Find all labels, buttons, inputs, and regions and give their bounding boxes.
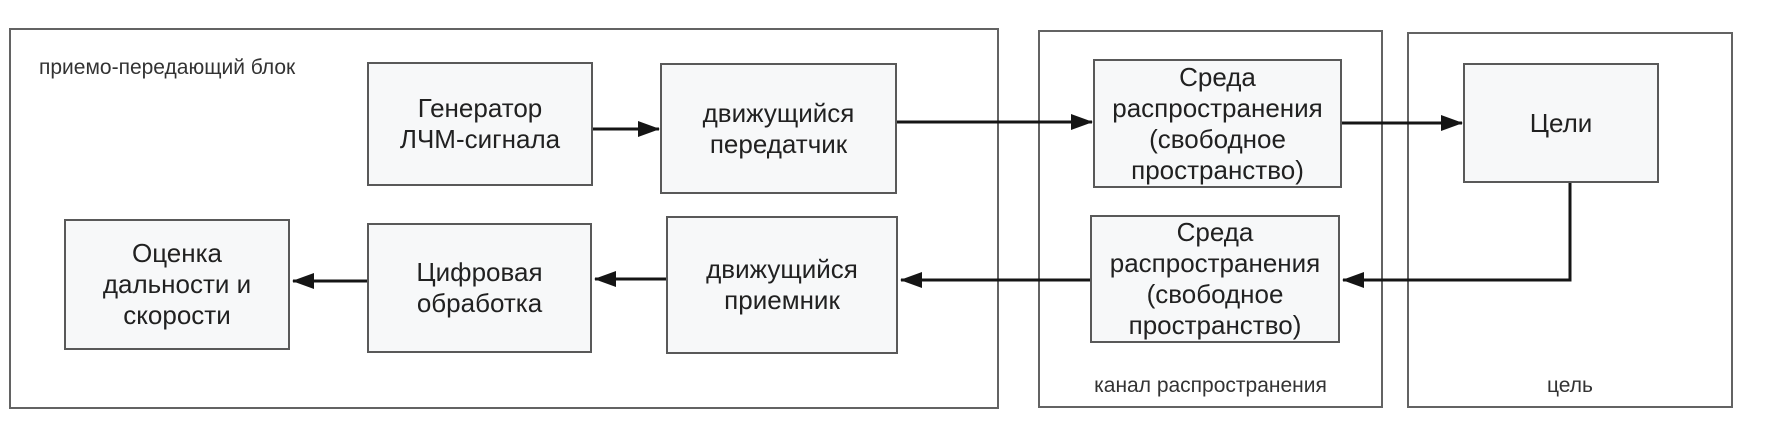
node-label-line: обработка: [416, 288, 543, 318]
node-label-line: движущийся: [706, 254, 858, 284]
node-label-line: передатчик: [709, 128, 848, 159]
node-label-line: Оценка: [131, 238, 223, 268]
node-label-line: распространения: [1112, 92, 1323, 123]
container-label-target: цель: [1547, 374, 1593, 397]
node-label-line: приемник: [724, 285, 840, 315]
node-label-line: (свободное: [1146, 279, 1284, 309]
node-label-line: распространения: [1109, 248, 1321, 278]
node-label-line: движущийся: [702, 97, 855, 128]
node-targets: Цели: [1463, 63, 1659, 183]
node-propagation-medium-return: Среда распространения (свободное простра…: [1090, 215, 1340, 343]
node-moving-receiver: движущийся приемник: [666, 216, 898, 354]
node-label-line: Генератор: [417, 93, 543, 123]
node-label-line: пространство): [1128, 310, 1302, 340]
container-label-channel: канал распространения: [1094, 374, 1327, 397]
node-label-line: ЛЧМ-сигнала: [399, 124, 561, 154]
node-propagation-medium-forward: Среда распространения (свободное простра…: [1093, 59, 1342, 188]
node-lfm-generator: Генератор ЛЧМ-сигнала: [367, 62, 593, 186]
node-label-line: Цели: [1529, 107, 1593, 138]
node-digital-processing: Цифровая обработка: [367, 223, 592, 353]
node-label-line: скорости: [123, 300, 231, 330]
container-label-transceiver: приемо-передающий блок: [39, 56, 296, 79]
node-range-speed-estimation: Оценка дальности и скорости: [64, 219, 290, 350]
node-label-line: пространство): [1131, 154, 1304, 185]
node-label-line: Цифровая: [416, 257, 543, 287]
node-label-line: (свободное: [1149, 123, 1286, 154]
node-label-line: Среда: [1176, 217, 1254, 247]
node-label-line: Среда: [1179, 61, 1256, 92]
node-label-line: дальности и: [102, 269, 252, 299]
node-moving-transmitter: движущийся передатчик: [660, 63, 897, 194]
